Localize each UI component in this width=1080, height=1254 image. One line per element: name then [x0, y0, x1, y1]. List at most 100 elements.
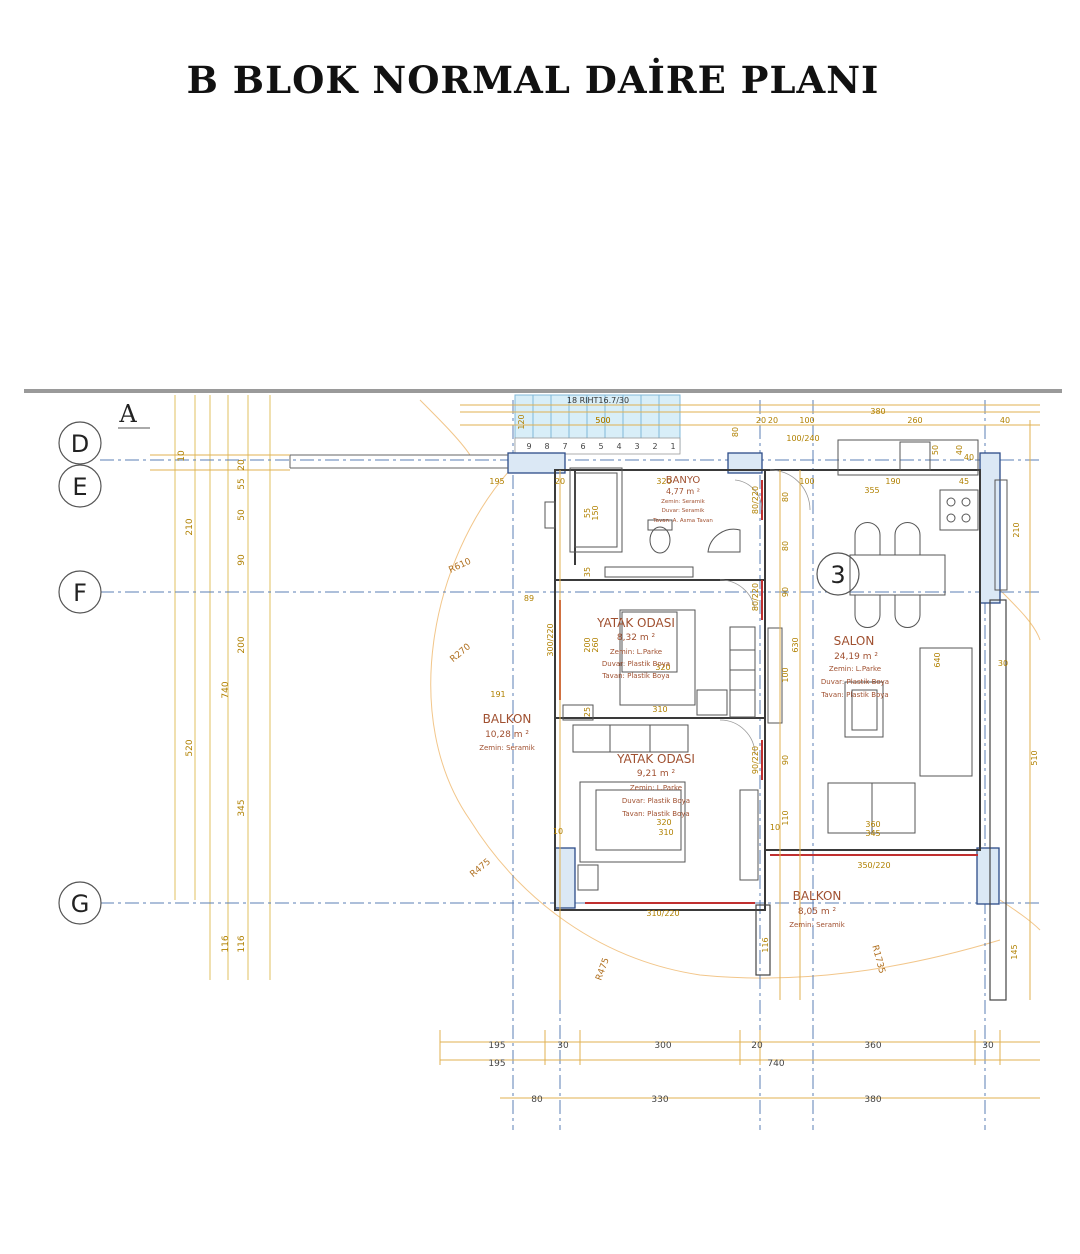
dimension-lines	[150, 404, 1040, 1099]
dim-inner: 116	[761, 937, 770, 952]
room-banyo-floor: Zemin: Seramik	[661, 499, 706, 505]
room-salon-floor: Zemin: L.Parke	[829, 665, 881, 673]
room-yatak1-wall: Duvar: Plastik Boya	[602, 660, 670, 668]
axis-marker-d	[58, 421, 102, 465]
dim-top: 210	[1012, 522, 1021, 537]
room-yatak1-name: YATAK ODASI	[596, 616, 675, 630]
dim-left: 20	[237, 459, 247, 471]
radius-label: R475	[469, 857, 493, 880]
balcony-curve-top	[419, 399, 471, 456]
dim-left: 90	[237, 554, 247, 566]
room-banyo-name: BANYO	[666, 475, 701, 486]
axis-marker-g	[58, 881, 102, 925]
dim-top: 40	[1000, 416, 1010, 425]
dim-inner: 191	[490, 690, 505, 699]
room-banyo-area: 4,77 m ²	[666, 487, 700, 496]
stair-step: 1	[670, 442, 675, 451]
dim-inner: 350/220	[857, 861, 890, 870]
room-balkon1-name: BALKON	[483, 712, 532, 726]
dim-bottom-1: 30	[982, 1041, 994, 1051]
room-yatak2-wall: Duvar: Plastik Boya	[622, 797, 690, 805]
dim-inner: 80/220	[751, 486, 760, 514]
section-marker-a: A	[118, 400, 137, 428]
axis-marker-f	[58, 570, 102, 614]
stair-step: 4	[616, 442, 621, 451]
dim-top: 380	[870, 407, 885, 416]
dim-top: 100/240	[786, 434, 819, 443]
room-yatak2-ceiling: Tavan: Plastik Boya	[621, 810, 689, 818]
room-yatak2-name: YATAK ODASI	[616, 752, 695, 766]
room-balkon2-name: BALKON	[793, 889, 842, 903]
dim-inner: 80	[781, 492, 790, 502]
dim-top: 355	[864, 486, 879, 495]
dim-bottom-2: 740	[767, 1059, 784, 1069]
grid-axis-lines	[100, 400, 1040, 1130]
dim-top: 80	[731, 427, 740, 437]
dim-top: 260	[907, 416, 922, 425]
room-salon-name: SALON	[834, 634, 875, 648]
dim-bottom-1: 20	[751, 1041, 763, 1051]
top-dimension-text: 120 500 80 20 20 100 380 260 40 100/240 …	[489, 407, 1021, 538]
dim-top: 100	[799, 416, 814, 425]
dim-bottom-3: 380	[864, 1095, 881, 1105]
dim-inner: 90	[781, 755, 790, 765]
stair-step-numbers: 9 8 7 6 5 4 3 2 1	[526, 442, 675, 451]
dim-inner: 310	[652, 705, 667, 714]
bedroom1-furniture	[562, 566, 783, 724]
dim-inner: 90	[781, 587, 790, 597]
dim-inner: 110	[781, 810, 790, 825]
dim-inner: 25	[583, 707, 592, 717]
axis-label-e: E	[72, 473, 87, 501]
dim-top: 45	[959, 477, 969, 486]
structural-columns	[507, 452, 1001, 909]
room-salon-wall: Duvar: Plastik Boya	[821, 678, 889, 686]
axis-label-3: 3	[830, 561, 845, 589]
dim-left: 200	[237, 636, 247, 653]
room-yatak1-floor: Zemin: L.Parke	[610, 648, 662, 656]
dim-top: 40	[955, 445, 964, 455]
dim-top: 195	[489, 477, 504, 486]
exterior-wall-right	[989, 599, 1007, 1001]
dim-inner: 345	[865, 829, 880, 838]
dim-bottom-1: 30	[557, 1041, 569, 1051]
radius-label: R270	[449, 642, 474, 665]
axis-marker-3	[816, 552, 860, 596]
left-dimension-text: 10 20 55 50 90 200 345 116 210 740 520 1…	[177, 450, 247, 953]
stair-step: 2	[652, 442, 657, 451]
dim-inner: 310/220	[646, 909, 679, 918]
corridor-lines	[289, 454, 508, 469]
dim-top: 20	[555, 477, 565, 486]
dim-left: 55	[237, 478, 247, 489]
dim-top: 500	[595, 416, 610, 425]
balcony-curve-right	[999, 589, 1041, 641]
stair-step: 5	[598, 442, 603, 451]
dim-inner: 320	[655, 663, 670, 672]
dim-bottom-2: 195	[488, 1059, 505, 1069]
dim-inner: 320	[656, 818, 671, 827]
door-swings	[719, 469, 811, 756]
room-yatak2-floor: Zemin: L.Parke	[630, 784, 682, 792]
radius-label: R1735	[869, 944, 886, 975]
dim-top: 50	[931, 445, 940, 455]
apartment-walls	[554, 469, 981, 911]
dim-inner: 10	[553, 827, 563, 836]
dim-inner: 10	[770, 823, 780, 832]
axis-label-f: F	[73, 579, 87, 607]
dim-bottom-1: 360	[864, 1041, 881, 1051]
dim-top: 120	[517, 414, 526, 429]
dim-inner: 80	[781, 541, 790, 551]
axis-markers	[58, 421, 860, 925]
dim-inner: 35	[583, 567, 592, 577]
stair-step: 9	[526, 442, 531, 451]
room-yatak1-area: 8,32 m ²	[617, 633, 656, 643]
axis-marker-e	[58, 464, 102, 508]
stair-step: 7	[562, 442, 567, 451]
room-salon-area: 24,19 m ²	[834, 652, 878, 662]
dim-left: 740	[221, 681, 231, 698]
bottom-dimension-text: 195 30 300 20 360 30 195 740 80 330 380	[488, 1041, 994, 1105]
stair-step: 8	[544, 442, 549, 451]
dim-bottom-1: 300	[654, 1041, 671, 1051]
stair-label: 18 RIHT16.7/30	[567, 396, 629, 405]
room-salon-ceiling: Tavan: Plastik Boya	[820, 691, 888, 699]
dim-inner: 300/220	[546, 623, 555, 656]
